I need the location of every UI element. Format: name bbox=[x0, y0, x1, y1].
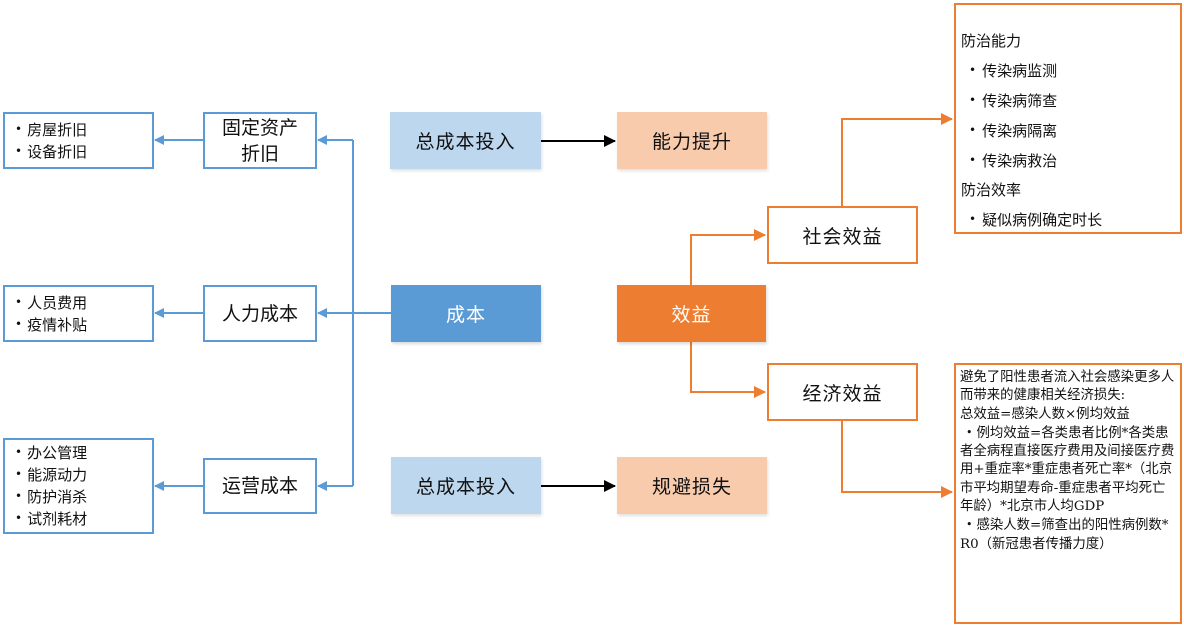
ops-items-box: 办公管理 能源动力 防护消杀 试剂耗材 bbox=[3, 438, 154, 534]
total-cost-input-label: 总成本投入 bbox=[415, 131, 516, 153]
loss-avoidance-label: 规避损失 bbox=[651, 476, 732, 498]
ops-cost-box: 运营成本 bbox=[203, 458, 317, 514]
list-item: 办公管理 bbox=[15, 442, 87, 464]
connector-social-details bbox=[841, 113, 953, 206]
list-item: 传染病隔离 bbox=[961, 116, 1102, 146]
list-item: 试剂耗材 bbox=[15, 508, 87, 530]
list-item: 能源动力 bbox=[15, 464, 87, 486]
hr-items-box: 人员费用 疫情补贴 bbox=[3, 285, 154, 342]
fixed-asset-label-line2: 折旧 bbox=[240, 142, 279, 165]
list-item: 防护消杀 bbox=[15, 486, 87, 508]
benefit-root-label: 效益 bbox=[671, 304, 712, 326]
social-benefit-box: 社会效益 bbox=[767, 206, 918, 264]
list-item: 设备折旧 bbox=[15, 141, 87, 163]
hr-cost-box: 人力成本 bbox=[203, 285, 317, 342]
heading-prevention-capability: 防治能力 bbox=[961, 32, 1022, 50]
list-item: 疑似病例确定时长 bbox=[961, 205, 1102, 235]
list-item: 疫情补贴 bbox=[15, 314, 87, 336]
list-item: 传染病监测 bbox=[961, 56, 1102, 86]
benefit-root-box: 效益 bbox=[617, 285, 766, 342]
connector-to-social bbox=[690, 229, 766, 285]
cost-root-label: 成本 bbox=[445, 304, 486, 326]
fixed-asset-label-line1: 固定资产 bbox=[221, 116, 298, 139]
heading-prevention-efficiency: 防治效率 bbox=[961, 181, 1022, 199]
formula-total-benefit: 总效益=感染人数×例均效益 bbox=[960, 406, 1130, 422]
economic-benefit-label: 经济效益 bbox=[802, 382, 883, 405]
connector-economic-details bbox=[841, 420, 953, 498]
total-cost-input-label: 总成本投入 bbox=[415, 476, 516, 498]
flow-connectors bbox=[541, 135, 616, 492]
formula-infected-count: 感染人数=筛查出的阳性病例数*R0（新冠患者传播力度） bbox=[960, 516, 1176, 554]
list-item: 传染病救治 bbox=[961, 146, 1102, 176]
economic-intro: 避免了阳性患者流入社会感染更多人而带来的健康相关经济损失: bbox=[960, 370, 1175, 404]
economic-benefit-details: 避免了阳性患者流入社会感染更多人而带来的健康相关经济损失: 总效益=感染人数×例… bbox=[954, 363, 1182, 624]
social-benefit-label: 社会效益 bbox=[802, 225, 883, 248]
list-item: 人员费用 bbox=[15, 292, 87, 314]
list-item: 传染病筛查 bbox=[961, 86, 1102, 116]
total-cost-input-box-top: 总成本投入 bbox=[390, 112, 541, 169]
fixed-asset-items-box: 房屋折旧 设备折旧 bbox=[3, 112, 154, 169]
list-item: 房屋折旧 bbox=[15, 119, 87, 141]
social-benefit-details: 防治能力 传染病监测 传染病筛查 传染病隔离 传染病救治 防治效率 疑似病例确定… bbox=[954, 3, 1182, 234]
connector-to-economic bbox=[690, 342, 766, 398]
hr-cost-label: 人力成本 bbox=[221, 302, 298, 325]
capability-improvement-box: 能力提升 bbox=[617, 112, 767, 169]
loss-avoidance-box: 规避损失 bbox=[617, 457, 767, 514]
capability-improvement-label: 能力提升 bbox=[651, 131, 732, 153]
fixed-asset-depreciation-box: 固定资产 折旧 bbox=[203, 112, 317, 169]
ops-cost-label: 运营成本 bbox=[221, 475, 298, 497]
cost-root-box: 成本 bbox=[391, 285, 541, 342]
total-cost-input-box-bottom: 总成本投入 bbox=[391, 457, 541, 514]
formula-per-case-benefit: 例均效益=各类患者比例*各类患者全病程直接医疗费用及间接医疗费用+重症率*重症患… bbox=[960, 424, 1176, 516]
economic-benefit-box: 经济效益 bbox=[767, 363, 918, 421]
